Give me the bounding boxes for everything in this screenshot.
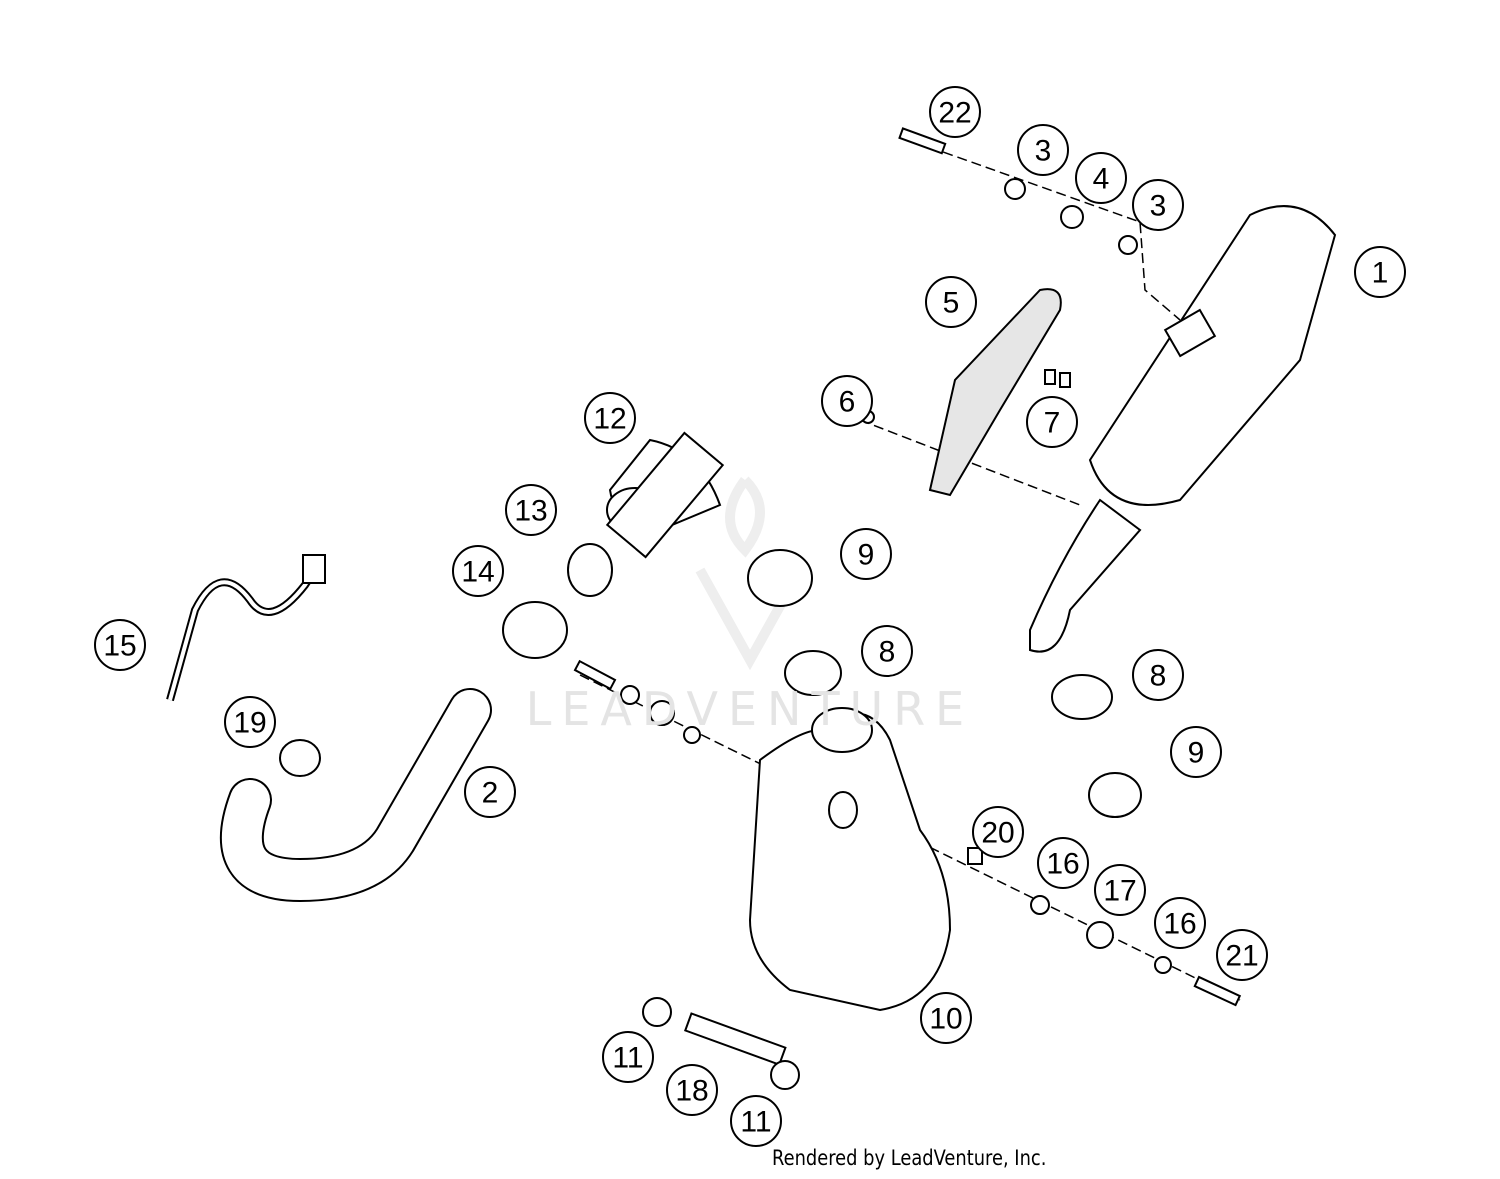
callout-circle — [94, 619, 146, 671]
callout-label: 9 — [858, 539, 875, 572]
callout-circle — [584, 392, 636, 444]
callout-9[interactable]: 9 — [1170, 726, 1222, 778]
callout-20[interactable]: 20 — [972, 806, 1024, 858]
muffler-part — [1029, 205, 1337, 653]
callout-label: 19 — [233, 707, 266, 740]
callout-circle — [1094, 864, 1146, 916]
spacer-parts — [642, 997, 800, 1090]
callout-label: 22 — [938, 97, 971, 130]
callout-circle — [1216, 929, 1268, 981]
callout-label: 16 — [1046, 848, 1079, 881]
callout-circle — [1132, 649, 1184, 701]
callout-label: 18 — [675, 1075, 708, 1108]
callout-16[interactable]: 16 — [1037, 837, 1089, 889]
oxygen-sensor-part — [166, 554, 326, 702]
callout-18[interactable]: 18 — [666, 1064, 718, 1116]
callout-circle — [1017, 124, 1069, 176]
callout-13[interactable]: 13 — [505, 484, 557, 536]
footer-credit: Rendered by LeadVenture, Inc. — [772, 1146, 1047, 1170]
callout-circle — [840, 528, 892, 580]
callout-3[interactable]: 3 — [1132, 179, 1184, 231]
pre-silencer-part — [748, 707, 952, 1012]
callout-21[interactable]: 21 — [1216, 929, 1268, 981]
heat-shield-part — [928, 288, 1062, 497]
callout-circle — [1037, 837, 1089, 889]
callout-circle — [1075, 152, 1127, 204]
callout-label: 8 — [879, 636, 896, 669]
callout-label: 12 — [593, 403, 626, 436]
callout-14[interactable]: 14 — [452, 545, 504, 597]
callout-label: 5 — [943, 287, 960, 320]
callout-label: 11 — [612, 1042, 643, 1075]
callout-circle — [452, 545, 504, 597]
callout-circle — [666, 1064, 718, 1116]
callout-circle — [1170, 726, 1222, 778]
callout-circle — [920, 992, 972, 1044]
callout-circle — [925, 276, 977, 328]
callout-label: 17 — [1103, 875, 1136, 908]
callout-circle — [1132, 179, 1184, 231]
callout-label: 13 — [514, 495, 547, 528]
callout-8[interactable]: 8 — [1132, 649, 1184, 701]
catalyst-part — [605, 431, 725, 559]
callout-label: 8 — [1150, 660, 1167, 693]
callout-2[interactable]: 2 — [464, 766, 516, 818]
callout-16[interactable]: 16 — [1154, 897, 1206, 949]
callout-label: 1 — [1372, 257, 1389, 290]
callout-label: 9 — [1188, 737, 1205, 770]
watermark-text: LEADVENTURE — [526, 682, 975, 736]
callout-17[interactable]: 17 — [1094, 864, 1146, 916]
callout-6[interactable]: 6 — [821, 375, 873, 427]
callout-label: 6 — [839, 386, 856, 419]
callout-19[interactable]: 19 — [224, 696, 276, 748]
clamp-parts — [502, 549, 1142, 818]
callout-8[interactable]: 8 — [861, 625, 913, 677]
callout-7[interactable]: 7 — [1026, 396, 1078, 448]
callout-label: 21 — [1225, 940, 1258, 973]
callout-label: 3 — [1150, 190, 1167, 223]
callout-1[interactable]: 1 — [1354, 246, 1406, 298]
callout-label: 20 — [981, 817, 1014, 850]
callout-5[interactable]: 5 — [925, 276, 977, 328]
callout-10[interactable]: 10 — [920, 992, 972, 1044]
callout-9[interactable]: 9 — [840, 528, 892, 580]
callout-11[interactable]: 11 — [730, 1095, 782, 1147]
callout-3[interactable]: 3 — [1017, 124, 1069, 176]
callout-circle — [602, 1031, 654, 1083]
header-pipe-part — [219, 688, 492, 903]
callout-4[interactable]: 4 — [1075, 152, 1127, 204]
callout-circle — [972, 806, 1024, 858]
callout-circle — [505, 484, 557, 536]
callout-circle — [929, 86, 981, 138]
callout-circle — [730, 1095, 782, 1147]
callout-label: 10 — [929, 1003, 962, 1036]
callout-15[interactable]: 15 — [94, 619, 146, 671]
callout-circle — [1154, 897, 1206, 949]
callout-circle — [861, 625, 913, 677]
callout-circle — [821, 375, 873, 427]
callout-label: 4 — [1093, 163, 1110, 196]
callout-label: 14 — [461, 556, 494, 589]
callout-label: 11 — [740, 1106, 771, 1139]
callout-circle — [1026, 396, 1078, 448]
callout-circle — [224, 696, 276, 748]
hardware-parts — [573, 127, 1242, 1007]
callout-circle — [1354, 246, 1406, 298]
callout-circle — [464, 766, 516, 818]
callout-label: 15 — [103, 630, 136, 663]
callout-label: 7 — [1044, 407, 1061, 440]
gasket-parts — [279, 543, 1113, 777]
callout-label: 2 — [482, 777, 499, 810]
callout-label: 3 — [1035, 135, 1052, 168]
callout-22[interactable]: 22 — [929, 86, 981, 138]
callout-12[interactable]: 12 — [584, 392, 636, 444]
callout-11[interactable]: 11 — [602, 1031, 654, 1083]
callout-label: 16 — [1163, 908, 1196, 941]
